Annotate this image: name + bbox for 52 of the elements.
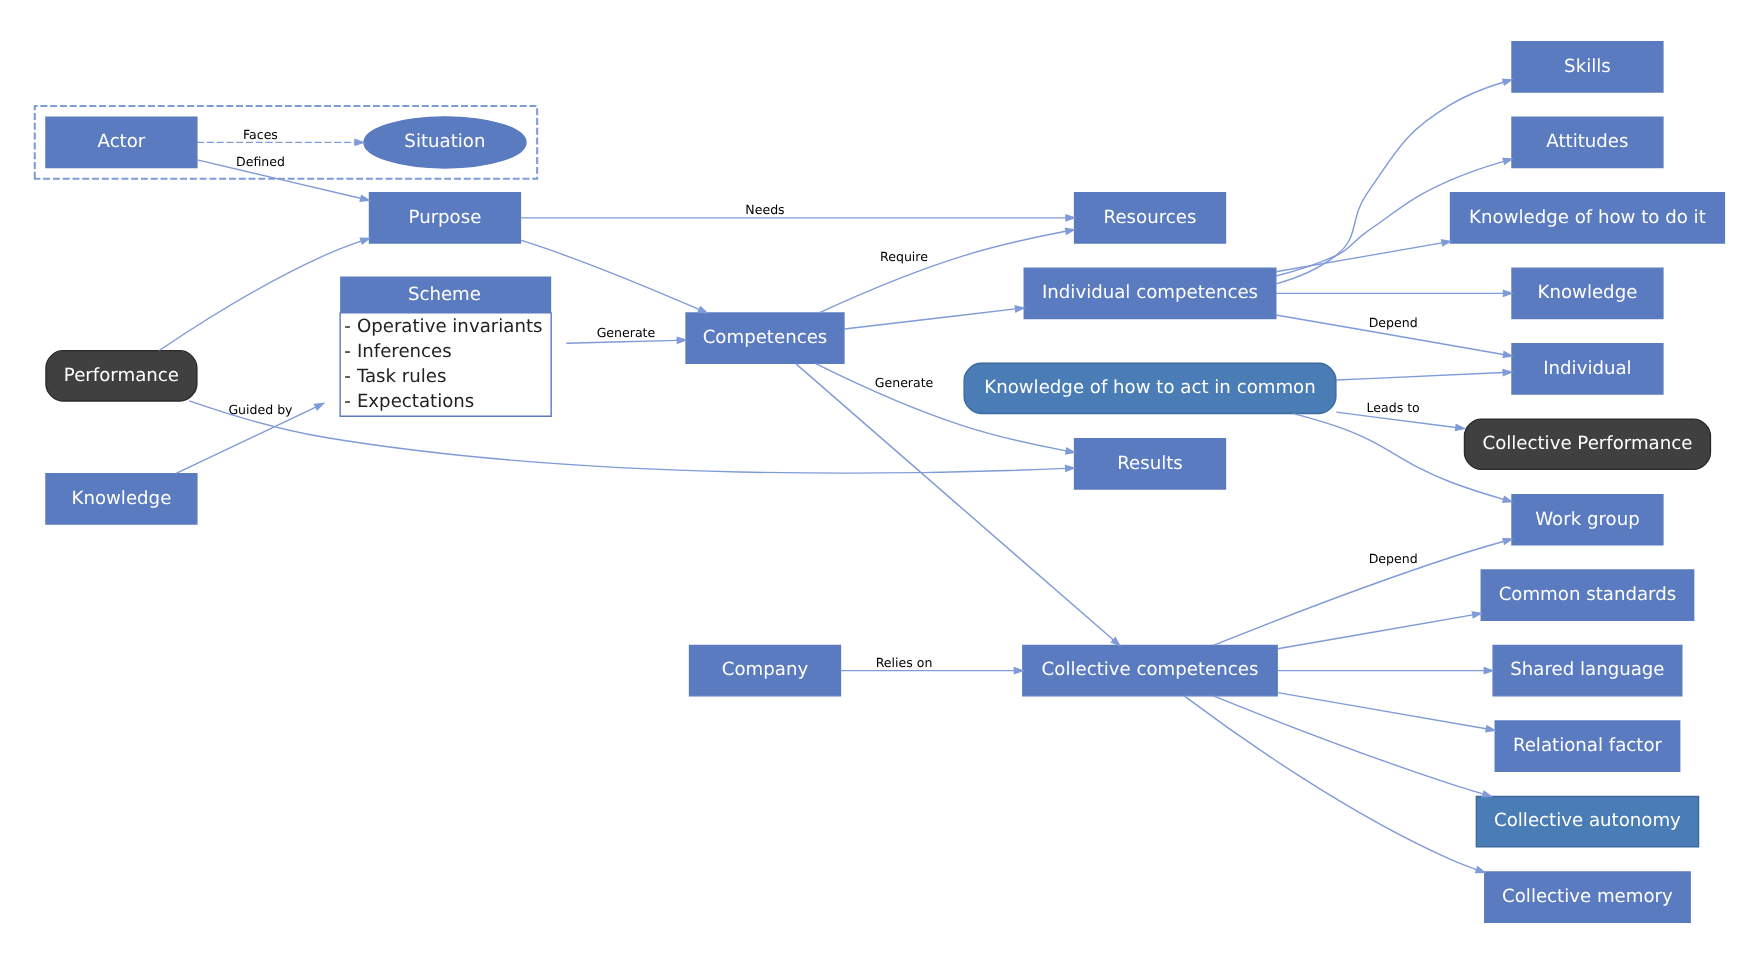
arrow (1274, 288, 1513, 297)
node-box: Knowledge of how to act in common (962, 361, 1336, 414)
arrow (187, 399, 1076, 473)
arrow (1182, 694, 1486, 873)
node-box: Results (1072, 437, 1226, 489)
cluster (32, 104, 538, 179)
arrow (1276, 610, 1483, 649)
arrow (564, 335, 687, 344)
node-ellipse: Situation (362, 115, 526, 168)
node-box: Common standards (1479, 568, 1694, 621)
node-box: Relational factor (1493, 719, 1680, 771)
arrow (195, 137, 365, 146)
node-box: Knowledge (44, 471, 197, 524)
arrow (195, 158, 371, 202)
arrow (838, 665, 1024, 674)
arrow (817, 226, 1076, 313)
arrow (1274, 313, 1513, 358)
node-box: Company (687, 643, 841, 696)
arrow (1334, 410, 1466, 431)
arrow (1334, 367, 1513, 380)
node-box: Work group (1510, 492, 1663, 545)
node-box: Resources (1072, 191, 1226, 243)
node-box: Knowledge of how to do it (1448, 191, 1725, 243)
arrow (1274, 77, 1513, 284)
node-box: Individual competences (1022, 266, 1276, 319)
node-box: Individual (1510, 341, 1663, 394)
arrow (1291, 411, 1513, 502)
arrow (1276, 690, 1496, 732)
arrow (157, 236, 371, 351)
arrow (1211, 536, 1513, 646)
node-box: Collective memory (1483, 870, 1690, 922)
arrow (794, 361, 1121, 646)
arrow (1276, 665, 1494, 674)
node-box: Purpose (367, 191, 521, 243)
node-box: Skills (1510, 40, 1663, 92)
node-box: Actor (44, 115, 197, 168)
arrow (1211, 694, 1493, 797)
node-box: Shared language (1491, 643, 1682, 696)
arrow (813, 361, 1076, 454)
arrow (519, 212, 1076, 221)
arrow (1274, 156, 1513, 276)
node-box: Performance (44, 348, 197, 401)
node-box: Competences (684, 311, 844, 363)
arrow (518, 238, 708, 313)
arrow (842, 304, 1025, 329)
node-box: Collective Performance (1462, 417, 1711, 470)
arrow (1274, 238, 1452, 272)
node-box: Collective autonomy (1474, 794, 1699, 847)
arrow (174, 401, 325, 474)
node-box: Attitudes (1510, 115, 1663, 168)
node-box: Collective competences (1021, 643, 1277, 696)
node-box: Knowledge (1510, 266, 1663, 319)
